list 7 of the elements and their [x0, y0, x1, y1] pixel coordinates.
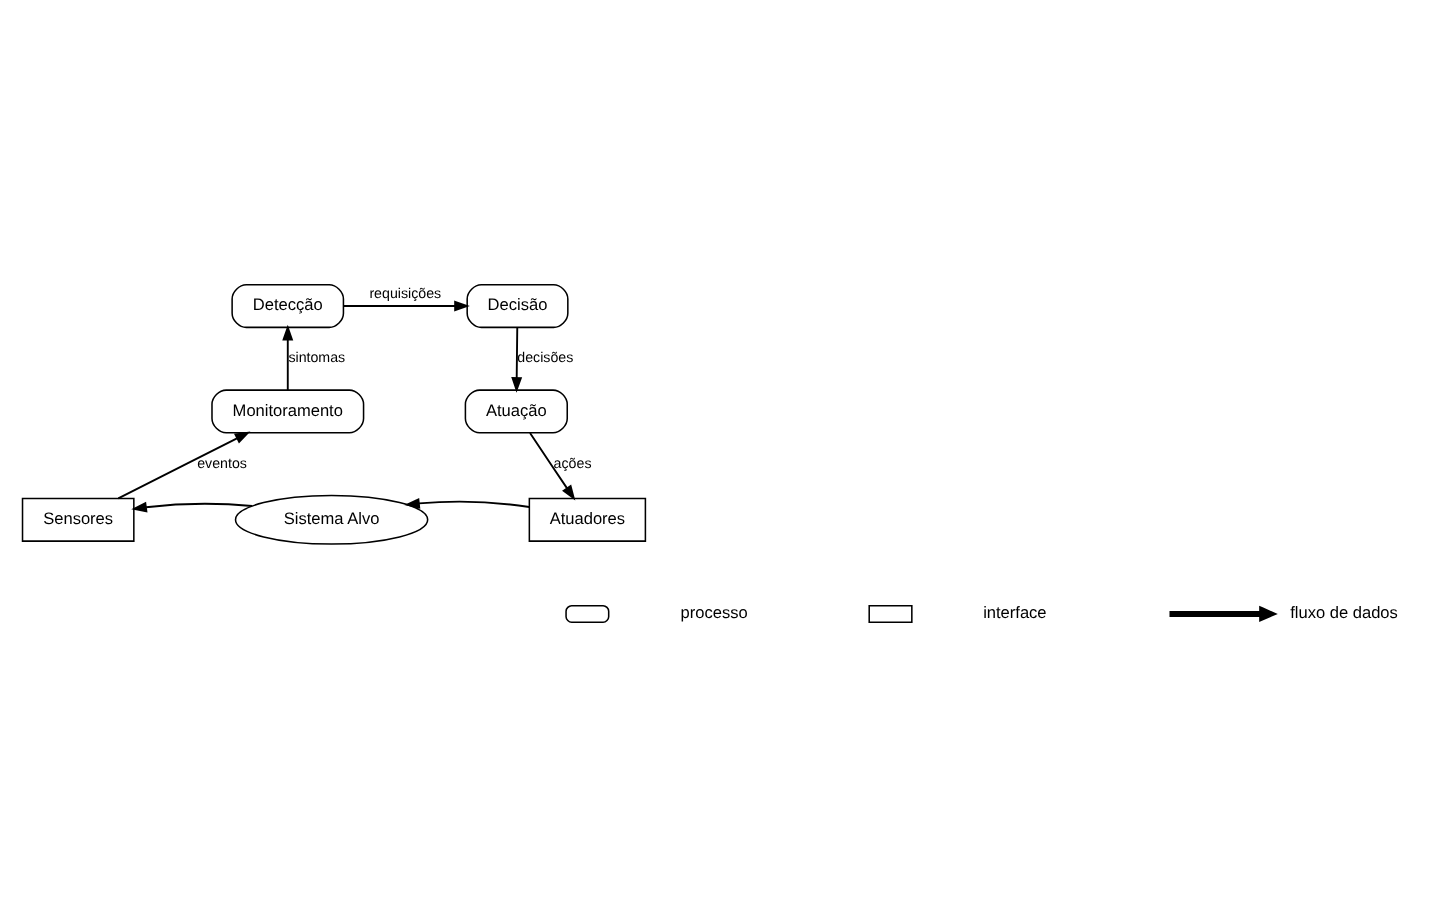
- arrow: [404, 497, 531, 509]
- arrow: [511, 326, 523, 393]
- arrow: [131, 501, 254, 513]
- arrow: [117, 431, 251, 500]
- arrow: [343, 300, 470, 312]
- arrow: [282, 324, 294, 391]
- arrow: [529, 432, 576, 501]
